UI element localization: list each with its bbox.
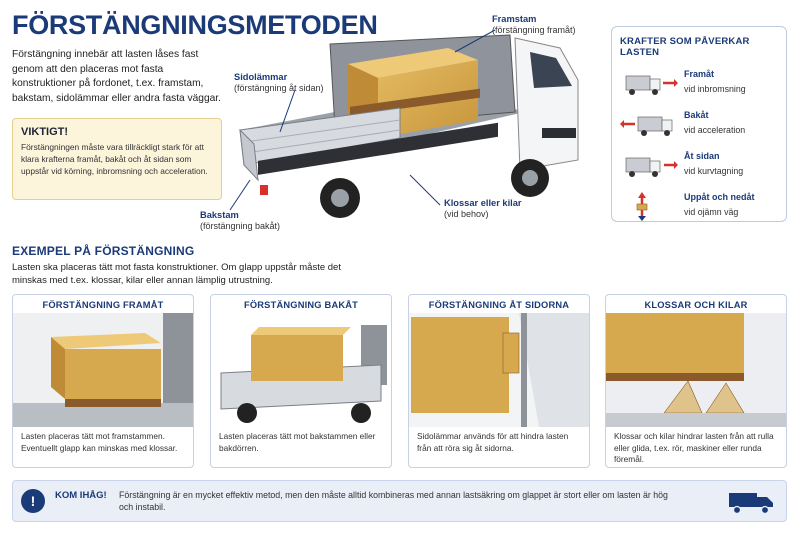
force-sub: vid kurvtagning	[684, 166, 744, 176]
warning-heading: VIKTIGT!	[21, 126, 69, 138]
force-title: Åt sidan	[684, 151, 720, 161]
card-illustration	[211, 313, 391, 427]
warning-text: Förstängningen måste vara tillräckligt s…	[21, 142, 208, 176]
label-sidolammar: Sidolämmar (förstängning åt sidan)	[234, 72, 324, 93]
hero-truck-illustration: Framstam (förstängning framåt) Sidolämma…	[200, 14, 600, 235]
forces-heading: KRAFTER SOM PÅVERKAR LASTEN	[620, 36, 750, 58]
force-sub: vid acceleration	[684, 125, 746, 135]
force-title: Uppåt och nedåt	[684, 192, 755, 202]
label-bakstam: Bakstam (förstängning bakåt)	[200, 210, 281, 231]
truck-image	[229, 29, 579, 218]
example-card-forward: FÖRSTÄNGNING FRAMÅT Lasten placeras tätt…	[12, 294, 194, 468]
card-title: FÖRSTÄNGNING FRAMÅT	[42, 300, 164, 310]
example-card-wedges: KLOSSAR OCH KILAR Klossar och kilar hind…	[605, 294, 787, 468]
warning-box: VIKTIGT! Förstängningen måste vara tillr…	[12, 118, 222, 200]
card-illustration	[606, 313, 786, 427]
truck-arrow-side-icon	[625, 157, 678, 177]
intro-text: Förstängning innebär att lasten låses fa…	[12, 49, 221, 104]
example-card-backward: FÖRSTÄNGNING BAKÅT Lasten placeras tätt …	[210, 294, 392, 468]
reminder-banner: ! KOM IHÅG! Förstängning är en mycket ef…	[12, 480, 787, 522]
force-item-backward: Bakåt vid acceleration	[620, 105, 778, 143]
label-framstam: Framstam (förstängning framåt)	[492, 14, 576, 35]
card-illustration	[13, 313, 193, 427]
example-card-sides: FÖRSTÄNGNING ÅT SIDORNA Sidolämmar använ…	[408, 294, 590, 468]
force-title: Framåt	[684, 69, 715, 79]
card-text: Lasten placeras tätt mot bakstammen elle…	[219, 431, 376, 453]
examples-heading: EXEMPEL PÅ FÖRSTÄNGNING	[12, 244, 195, 258]
card-title: KLOSSAR OCH KILAR	[644, 300, 748, 310]
force-sub: vid ojämn väg	[684, 207, 739, 217]
truck-icon	[729, 493, 773, 515]
card-title: FÖRSTÄNGNING ÅT SIDORNA	[428, 300, 570, 310]
force-sub: vid inbromsning	[684, 84, 746, 94]
forces-panel: KRAFTER SOM PÅVERKAR LASTEN Framåt vid i…	[611, 26, 787, 222]
truck-arrow-forward-icon	[625, 75, 678, 95]
reminder-heading: KOM IHÅG!	[55, 490, 107, 501]
card-text: Klossar och kilar hindrar lasten från at…	[614, 431, 774, 464]
card-text: Lasten placeras tätt mot framstammen. Ev…	[21, 431, 178, 453]
truck-arrow-backward-icon	[620, 116, 673, 136]
card-illustration	[409, 313, 589, 427]
card-text: Sidolämmar används för att hindra lasten…	[417, 431, 569, 453]
force-title: Bakåt	[684, 110, 709, 120]
exclamation-icon: !	[21, 489, 45, 513]
arrow-up-down-icon	[636, 192, 648, 221]
examples-subtext: Lasten ska placeras tätt mot fasta konst…	[12, 262, 341, 286]
page-title: FÖRSTÄNGNINGSMETODEN	[12, 10, 378, 40]
force-item-side: Åt sidan vid kurvtagning	[620, 146, 778, 184]
force-item-updown: Uppåt och nedåt vid ojämn väg	[620, 187, 778, 225]
label-klossar: Klossar eller kilar (vid behov)	[444, 198, 522, 219]
force-item-forward: Framåt vid inbromsning	[620, 64, 778, 102]
reminder-text: Förstängning är en mycket effektiv metod…	[119, 490, 668, 512]
card-title: FÖRSTÄNGNING BAKÅT	[243, 300, 359, 310]
